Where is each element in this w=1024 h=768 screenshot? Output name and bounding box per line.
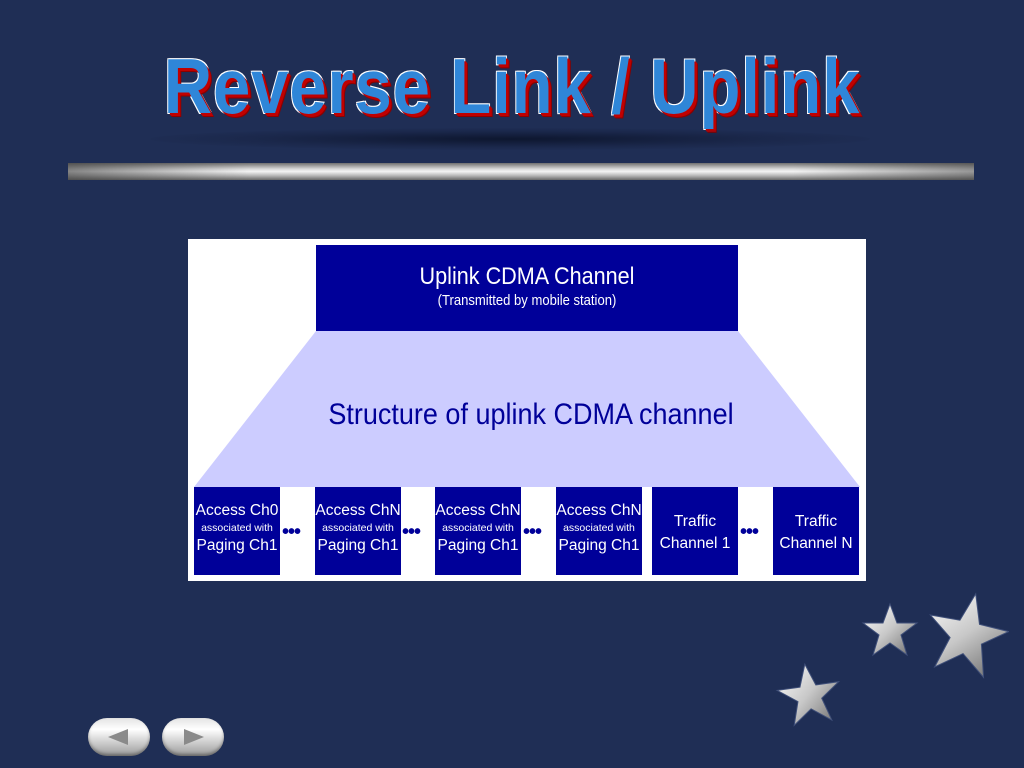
access-channel-box-0: Access Ch0 associated with Paging Ch1	[194, 487, 280, 575]
channel-name: Access ChN	[435, 502, 521, 519]
channel-paging: Paging Ch1	[196, 537, 278, 554]
right-triangle-icon	[184, 729, 204, 745]
channel-number: Channel N	[779, 535, 853, 552]
channel-name: Access ChN	[315, 502, 401, 519]
traffic-channel-box-n: Traffic Channel N	[773, 487, 859, 575]
traffic-channel-box-1: Traffic Channel 1	[652, 487, 738, 575]
channel-name: Access ChN	[556, 502, 642, 519]
previous-slide-button[interactable]	[88, 718, 150, 756]
left-triangle-icon	[108, 729, 128, 745]
title-rule	[68, 163, 974, 180]
uplink-channel-title: Uplink CDMA Channel	[419, 263, 635, 290]
structure-label: Structure of uplink CDMA channel	[328, 398, 734, 431]
channel-association: associated with	[201, 522, 273, 534]
channel-association: associated with	[322, 522, 394, 534]
channel-number: Channel 1	[659, 535, 731, 552]
channel-paging: Paging Ch1	[558, 537, 640, 554]
channel-paging: Paging Ch1	[317, 537, 399, 554]
slide-title: Reverse Link / Uplink	[163, 42, 861, 130]
ellipsis-separator: •••	[282, 521, 301, 543]
star-icon	[929, 592, 1009, 679]
channel-paging: Paging Ch1	[437, 537, 519, 554]
channel-name: Access Ch0	[195, 502, 279, 519]
access-channel-box-1: Access ChN associated with Paging Ch1	[315, 487, 401, 575]
star-icon	[775, 662, 841, 727]
ellipsis-separator: •••	[740, 521, 759, 543]
uplink-channel-subtitle: (Transmitted by mobile station)	[437, 293, 617, 309]
title-shadow	[150, 128, 870, 150]
channel-association: associated with	[442, 522, 514, 534]
ellipsis-separator: •••	[523, 521, 542, 543]
next-slide-button[interactable]	[162, 718, 224, 756]
star-icon	[861, 602, 919, 657]
access-channel-box-3: Access ChN associated with Paging Ch1	[556, 487, 642, 575]
structure-trapezoid	[194, 331, 860, 487]
diagram-panel: Uplink CDMA Channel (Transmitted by mobi…	[188, 239, 866, 581]
channel-association: associated with	[563, 522, 635, 534]
ellipsis-separator: •••	[402, 521, 421, 543]
channel-name: Traffic	[673, 513, 717, 530]
uplink-channel-box: Uplink CDMA Channel (Transmitted by mobi…	[316, 245, 738, 331]
access-channel-box-2: Access ChN associated with Paging Ch1	[435, 487, 521, 575]
channel-name: Traffic	[794, 513, 838, 530]
